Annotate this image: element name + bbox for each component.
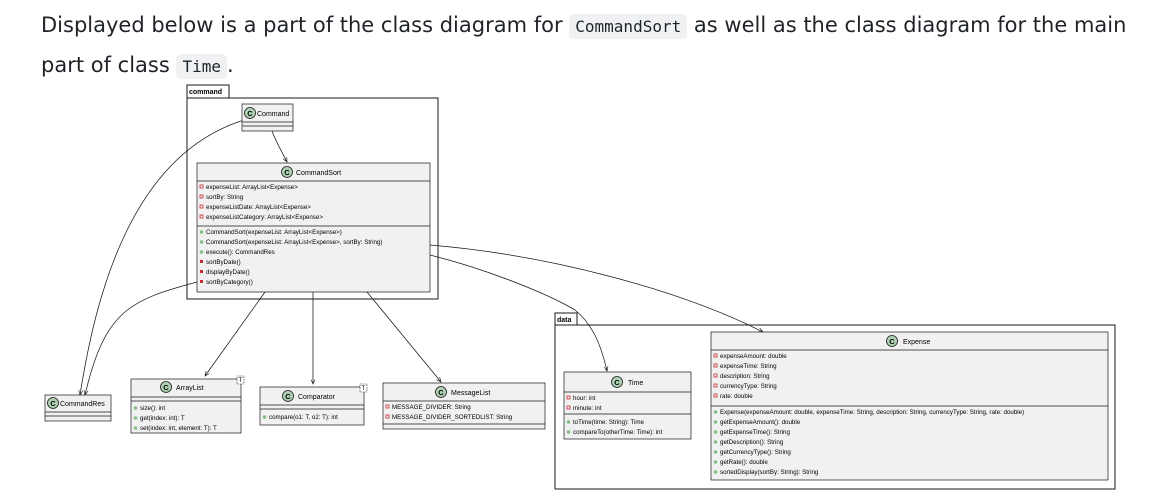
edge-commandsort-arraylist [205, 291, 266, 376]
class-arraylist-name: ArrayList [176, 385, 204, 392]
edge-commandsort-expense [429, 244, 763, 332]
package-data-label: data [557, 317, 572, 324]
method: getRate(): double [720, 459, 768, 466]
method: getExpenseTime(): String [720, 429, 790, 436]
class-commandsort: C CommandSort expenseList: ArrayList<Exp… [196, 162, 431, 293]
class-time-name: Time [628, 380, 643, 387]
class-time: C Time hour: int minute: int toTime(time… [563, 371, 692, 440]
intro-text-3: . [227, 53, 234, 77]
class-icon [886, 335, 898, 347]
method: toTime(time: String): Time [573, 419, 644, 426]
field: hour: int [573, 395, 596, 402]
class-messagelist-name: MessageList [451, 390, 490, 397]
method: compare(o1: T, o2: T): int [269, 414, 338, 421]
edge-commandsort-messagelist [366, 291, 441, 382]
method: execute(): CommandRes [206, 249, 275, 256]
field: expenseListCategory: ArrayList<Expense> [206, 214, 323, 221]
field: expenseAmount: double [720, 353, 787, 360]
method: sortByDate() [206, 259, 241, 266]
field: MESSAGE_DIVIDER: String [392, 404, 471, 411]
inline-code-time: Time [176, 54, 227, 79]
method: compareTo(otherTime: Time): int [573, 429, 662, 436]
field: expenseList: ArrayList<Expense> [206, 184, 298, 191]
edge-command-commandres [80, 117, 252, 395]
svg-text:C: C [247, 109, 253, 118]
class-commandres-name: CommandRes [60, 401, 105, 408]
class-icon [282, 390, 294, 402]
field: expenseTime: String [720, 363, 777, 370]
method: set(index: int, element: T): T [140, 425, 217, 432]
method: sortedDisplay(sortBy: String): String [720, 469, 819, 476]
svg-text:C: C [163, 383, 169, 392]
edge-commandsort-commandres [85, 281, 198, 395]
method: Expense(expenseAmount: double, expenseTi… [720, 409, 1024, 416]
class-expense: C Expense expenseAmount: double expenseT… [710, 331, 1109, 481]
class-command-name: Command [257, 111, 289, 118]
class-icon [160, 381, 172, 393]
type-parameter [359, 383, 368, 393]
intro-text-2: as well as the class diagram for the mai… [41, 13, 1127, 77]
field: description: String [720, 373, 770, 380]
svg-text:C: C [614, 378, 620, 387]
svg-text:C: C [285, 392, 291, 401]
method: getDescription(): String [720, 439, 784, 446]
class-comparator-name: Comparator [298, 394, 336, 401]
svg-text:T: T [362, 385, 366, 392]
class-icon [281, 166, 293, 178]
method: getExpenseAmount(): double [720, 419, 801, 426]
field: MESSAGE_DIVIDER_SORTEDLIST: String [392, 414, 513, 421]
field: sortBy: String [206, 194, 244, 201]
method: getCurrencyType(): String [720, 449, 791, 456]
class-expense-name: Expense [903, 339, 930, 346]
class-messagelist: C MessageList MESSAGE_DIVIDER: String ME… [382, 382, 546, 430]
svg-text:C: C [438, 388, 444, 397]
method: displayByDate() [206, 269, 250, 276]
field: rate: double [720, 393, 753, 400]
relationship-edges [80, 117, 763, 395]
class-icon [47, 397, 59, 409]
package-command-label: command [189, 89, 222, 96]
svg-text:C: C [284, 168, 290, 177]
method: get(index: int): T [140, 415, 185, 422]
class-comparator: T C Comparator compare(o1: T, o2: T): in… [259, 383, 368, 426]
method: CommandSort(expenseList: ArrayList<Expen… [206, 229, 342, 236]
field: currencyType: String [720, 383, 777, 390]
class-commandsort-name: CommandSort [296, 170, 341, 177]
class-command: C Command [241, 103, 294, 132]
method: sortByCategory() [206, 279, 253, 286]
class-icon [244, 107, 256, 119]
edge-commandsort-time [429, 254, 607, 371]
intro-text-1: Displayed below is a part of the class d… [41, 13, 570, 37]
svg-text:C: C [50, 399, 56, 408]
field: expenseListDate: ArrayList<Expense> [206, 204, 311, 211]
svg-text:T: T [239, 377, 243, 384]
package-data: data [554, 312, 1116, 490]
package-command: command [186, 84, 439, 300]
class-icon [435, 386, 447, 398]
class-commandres: C CommandRes [44, 394, 112, 422]
field: minute: int [573, 405, 602, 412]
inline-code-commandsort: CommandSort [569, 14, 688, 39]
edge-command-commandsort [271, 130, 287, 162]
class-arraylist: T C ArrayList size(): int get(index: int… [130, 375, 245, 434]
intro-paragraph: Displayed below is a part of the class d… [41, 6, 1141, 86]
type-parameter [236, 375, 245, 385]
svg-text:C: C [889, 337, 895, 346]
class-icon [611, 376, 623, 388]
method: size(): int [140, 405, 165, 412]
method: CommandSort(expenseList: ArrayList<Expen… [206, 239, 382, 246]
